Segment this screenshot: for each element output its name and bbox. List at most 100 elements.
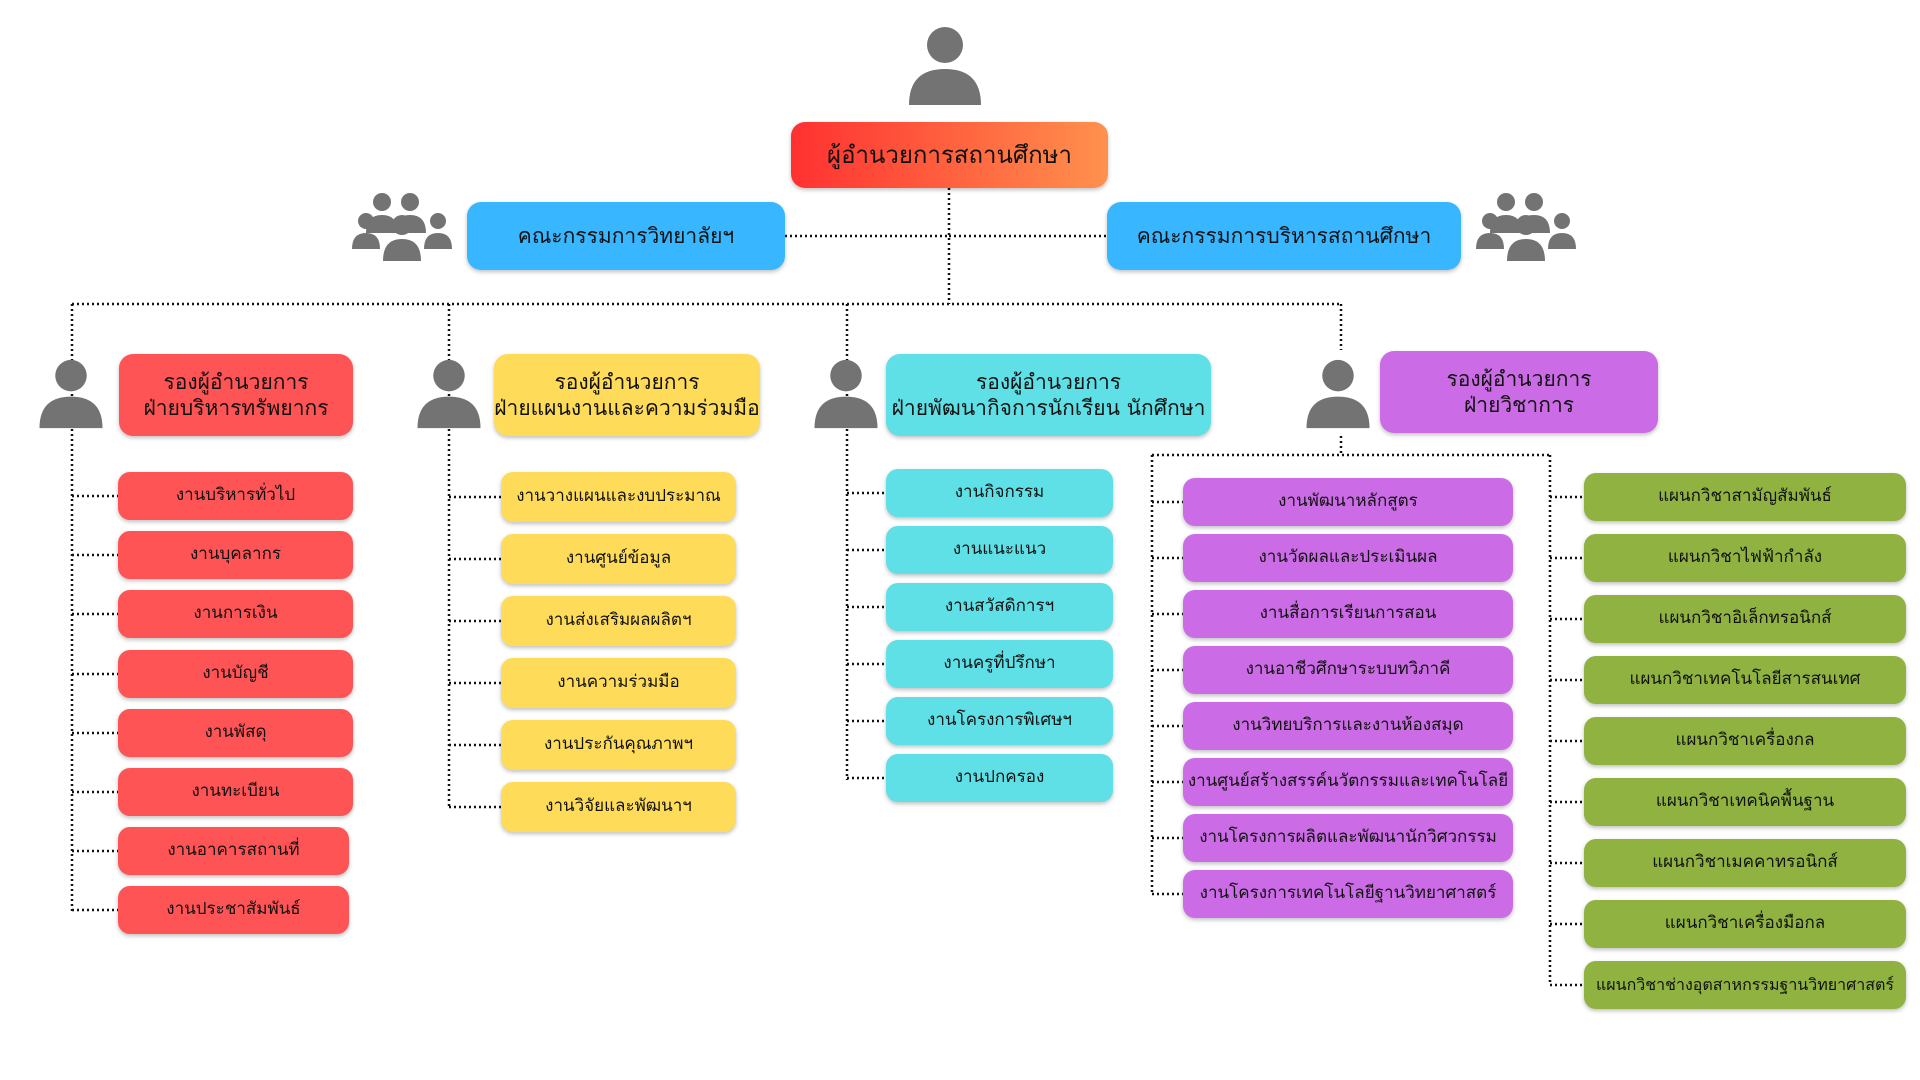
unit-box: งานบัญชี [118, 650, 353, 698]
unit-label: งานประกันคุณภาพฯ [543, 734, 694, 755]
unit-label: งานปกครอง [954, 767, 1045, 788]
unit-box: งานการเงิน [118, 590, 353, 638]
department-box: แผนกวิชาช่างอุตสาหกรรมฐานวิทยาศาสตร์ [1584, 961, 1906, 1009]
unit-box: งานสื่อการเรียนการสอน [1183, 590, 1513, 638]
unit-label: งานส่งเสริมผลผลิตฯ [545, 610, 692, 631]
department-label: แผนกวิชาเครื่องกล [1675, 730, 1815, 751]
unit-box: งานประกันคุณภาพฯ [501, 720, 736, 770]
person-icon [905, 25, 985, 107]
department-box: แผนกวิชาอิเล็กทรอนิกส์ [1584, 595, 1906, 643]
person-icon [1303, 356, 1373, 432]
director-label: ผู้อำนวยการสถานศึกษา [827, 141, 1072, 169]
department-box: แผนกวิชาเทคนิคพื้นฐาน [1584, 778, 1906, 826]
unit-label: งานบุคลากร [189, 544, 282, 565]
unit-box: งานวิทยบริการและงานห้องสมุด [1183, 702, 1513, 750]
department-label: แผนกวิชาเมคคาทรอนิกส์ [1652, 852, 1838, 873]
department-label: แผนกวิชาเทคนิคพื้นฐาน [1655, 791, 1835, 812]
division-head-line: รองผู้อำนวยการ [163, 369, 309, 394]
department-label: แผนกวิชาเครื่องมือกล [1664, 913, 1826, 934]
person-icon [811, 356, 881, 432]
college-committee-label: คณะกรรมการวิทยาลัยฯ [517, 223, 735, 248]
department-label: แผนกวิชาไฟฟ้ากำลัง [1667, 547, 1823, 568]
unit-box: งานอาชีวศึกษาระบบทวิภาคี [1183, 646, 1513, 694]
unit-box: งานกิจกรรม [886, 469, 1113, 517]
unit-box: งานทะเบียน [118, 768, 353, 816]
group-icon [352, 189, 452, 261]
department-label: แผนกวิชาเทคโนโลยีสารสนเทศ [1629, 669, 1861, 690]
division-head-line: ฝ่ายวิชาการ [1463, 393, 1575, 417]
school-admin-committee-box: คณะกรรมการบริหารสถานศึกษา [1107, 202, 1461, 270]
department-label: แผนกวิชาอิเล็กทรอนิกส์ [1658, 608, 1832, 629]
unit-label: งานโครงการพิเศษฯ [927, 710, 1072, 731]
unit-box: งานวัดผลและประเมินผล [1183, 534, 1513, 582]
director-box: ผู้อำนวยการสถานศึกษา [791, 122, 1108, 188]
unit-label: งานการเงิน [193, 603, 278, 624]
department-box: แผนกวิชาเมคคาทรอนิกส์ [1584, 839, 1906, 887]
unit-label: งานวิทยบริการและงานห้องสมุด [1232, 715, 1464, 736]
unit-label: งานแนะแนว [952, 539, 1047, 560]
division-head-student-affairs: รองผู้อำนวยการฝ่ายพัฒนากิจการนักเรียน นั… [886, 354, 1211, 436]
unit-box: งานวางแผนและงบประมาณ [501, 472, 736, 522]
unit-label: งานสวัสดิการฯ [944, 596, 1055, 617]
unit-label: งานครูที่ปรึกษา [943, 653, 1056, 674]
department-box: แผนกวิชาเทคโนโลยีสารสนเทศ [1584, 656, 1906, 704]
division-head-line: ฝ่ายบริหารทรัพยากร [143, 396, 329, 420]
division-head-line: รองผู้อำนวยการ [975, 369, 1122, 394]
division-head-line: รองผู้อำนวยการ [1446, 366, 1592, 391]
unit-label: งานบริหารทั่วไป [175, 485, 296, 506]
unit-box: งานบุคลากร [118, 531, 353, 579]
unit-box: งานโครงการพิเศษฯ [886, 697, 1113, 745]
unit-box: งานความร่วมมือ [501, 658, 736, 708]
unit-label: งานวัดผลและประเมินผล [1258, 547, 1438, 568]
unit-label: งานศูนย์สร้างสรรค์นวัตกรรมและเทคโนโลยี [1187, 771, 1509, 792]
unit-label: งานสื่อการเรียนการสอน [1259, 603, 1437, 624]
unit-box: งานส่งเสริมผลผลิตฯ [501, 596, 736, 646]
department-box: แผนกวิชาเครื่องมือกล [1584, 900, 1906, 948]
unit-box: งานศูนย์สร้างสรรค์นวัตกรรมและเทคโนโลยี [1183, 758, 1513, 806]
department-label: แผนกวิชาสามัญสัมพันธ์ [1658, 486, 1832, 507]
unit-label: งานอาคารสถานที่ [167, 840, 300, 861]
unit-label: งานวางแผนและงบประมาณ [516, 486, 721, 507]
unit-label: งานศูนย์ข้อมูล [565, 548, 672, 569]
division-head-resources: รองผู้อำนวยการฝ่ายบริหารทรัพยากร [119, 354, 353, 436]
unit-label: งานวิจัยและพัฒนาฯ [545, 796, 692, 817]
school-admin-committee-label: คณะกรรมการบริหารสถานศึกษา [1136, 223, 1432, 248]
unit-box: งานโครงการผลิตและพัฒนานักวิศวกรรม [1183, 814, 1513, 862]
department-box: แผนกวิชาเครื่องกล [1584, 717, 1906, 765]
unit-box: งานครูที่ปรึกษา [886, 640, 1113, 688]
unit-label: งานพัสดุ [204, 722, 267, 743]
unit-label: งานกิจกรรม [954, 482, 1045, 503]
unit-box: งานพัสดุ [118, 709, 353, 757]
unit-box: งานโครงการเทคโนโลยีฐานวิทยาศาสตร์ [1183, 870, 1513, 918]
group-icon [1476, 189, 1576, 261]
division-head-line: ฝ่ายแผนงานและความร่วมมือ [494, 396, 760, 420]
department-box: แผนกวิชาไฟฟ้ากำลัง [1584, 534, 1906, 582]
division-head-academic: รองผู้อำนวยการฝ่ายวิชาการ [1380, 351, 1658, 433]
college-committee-box: คณะกรรมการวิทยาลัยฯ [467, 202, 785, 270]
unit-box: งานสวัสดิการฯ [886, 583, 1113, 631]
unit-label: งานบัญชี [202, 663, 269, 684]
unit-label: งานพัฒนาหลักสูตร [1278, 491, 1418, 512]
department-label: แผนกวิชาช่างอุตสาหกรรมฐานวิทยาศาสตร์ [1595, 975, 1895, 994]
person-icon [36, 356, 106, 432]
person-icon [414, 356, 484, 432]
unit-label: งานทะเบียน [191, 781, 280, 802]
division-head-line: ฝ่ายพัฒนากิจการนักเรียน นักศึกษา [891, 396, 1206, 420]
unit-box: งานแนะแนว [886, 526, 1113, 574]
unit-label: งานอาชีวศึกษาระบบทวิภาคี [1245, 659, 1451, 680]
unit-box: งานประชาสัมพันธ์ [118, 886, 349, 934]
unit-label: งานความร่วมมือ [557, 672, 680, 693]
division-head-planning: รองผู้อำนวยการฝ่ายแผนงานและความร่วมมือ [494, 354, 760, 436]
unit-label: งานโครงการผลิตและพัฒนานักวิศวกรรม [1199, 827, 1497, 848]
division-head-line: รองผู้อำนวยการ [554, 369, 700, 394]
unit-box: งานบริหารทั่วไป [118, 472, 353, 520]
department-box: แผนกวิชาสามัญสัมพันธ์ [1584, 473, 1906, 521]
unit-box: งานศูนย์ข้อมูล [501, 534, 736, 584]
unit-label: งานโครงการเทคโนโลยีฐานวิทยาศาสตร์ [1199, 883, 1497, 904]
unit-box: งานอาคารสถานที่ [118, 827, 349, 875]
unit-box: งานพัฒนาหลักสูตร [1183, 478, 1513, 526]
unit-label: งานประชาสัมพันธ์ [166, 899, 301, 920]
unit-box: งานวิจัยและพัฒนาฯ [501, 782, 736, 832]
unit-box: งานปกครอง [886, 754, 1113, 802]
